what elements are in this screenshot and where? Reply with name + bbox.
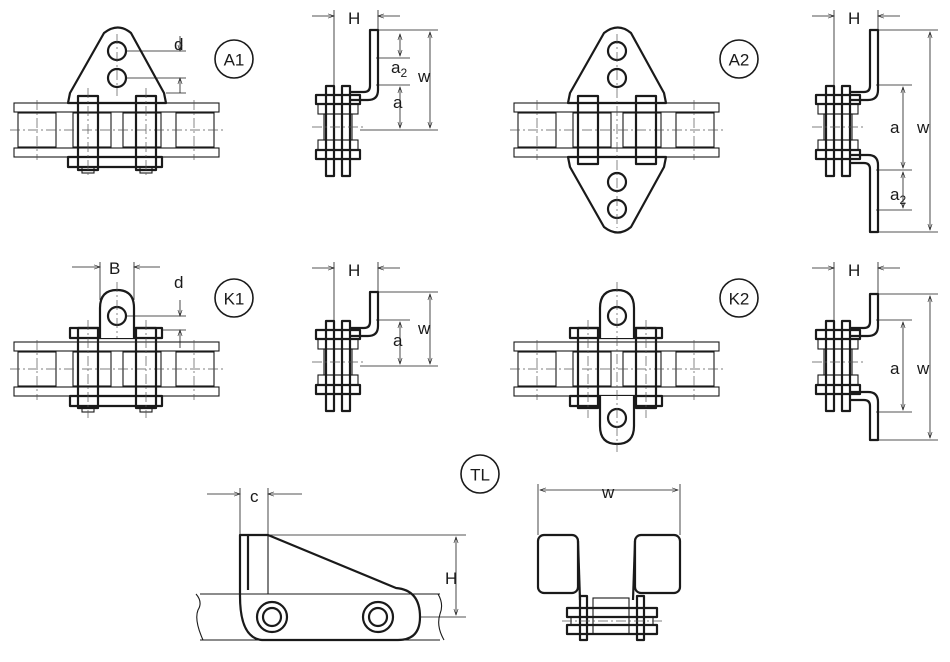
chain-strand	[510, 340, 725, 400]
variant-label: K1	[224, 290, 245, 309]
variant-badge-tl: TL	[460, 454, 500, 494]
dimension-b: B	[109, 259, 120, 278]
dimension-d: d	[174, 273, 183, 292]
dimension-h: H	[848, 261, 860, 280]
dimension-d: d	[174, 35, 183, 54]
a1-front-view: d	[10, 26, 225, 178]
a1-side-view: H a2 a w	[312, 9, 438, 178]
variant-badge-a1: A1	[214, 39, 254, 79]
attachment-plate	[66, 26, 168, 105]
variant-label: K2	[729, 290, 750, 309]
chain-strand	[10, 100, 225, 160]
dimension-c: c	[250, 487, 259, 506]
k1-side-view: H a w	[312, 261, 438, 413]
dimension-a: a	[393, 93, 403, 112]
dimension-h: H	[348, 9, 360, 28]
variant-badge-k2: K2	[719, 278, 759, 318]
k2-front-view	[510, 282, 725, 452]
attachment-plate-top	[566, 26, 668, 105]
roller-pin	[255, 600, 289, 634]
dimension-a2: a2	[391, 58, 407, 80]
attachment-plate-bottom	[850, 390, 880, 442]
hole	[606, 67, 628, 89]
attachment-wing-left	[536, 533, 580, 595]
variant-badge-a2: A2	[719, 39, 759, 79]
k1-front-view: B d	[10, 259, 225, 418]
dimension-w: w	[417, 67, 431, 86]
a2-side-view: H a a2 w	[812, 9, 938, 234]
dimension-w: w	[417, 319, 431, 338]
roller-pin	[361, 600, 395, 634]
dimension-w: w	[916, 118, 930, 137]
attachment-plate	[238, 533, 422, 642]
tl-front-view: w	[536, 483, 682, 642]
tl-side-view: c H	[195, 487, 466, 642]
dimension-w: w	[916, 359, 930, 378]
attachment-wing-right	[633, 533, 682, 595]
variant-label: TL	[470, 466, 490, 485]
attachment-plate	[350, 290, 380, 338]
dimension-a2: a2	[890, 185, 906, 207]
dimension-h: H	[348, 261, 360, 280]
attachment-plate-top	[850, 28, 880, 102]
dimension-h: H	[848, 9, 860, 28]
variant-label: A2	[729, 51, 750, 70]
chain-strand	[10, 340, 225, 400]
chain-strand	[510, 100, 725, 160]
k2-side-view: H a w	[812, 261, 938, 442]
dimension-a: a	[890, 359, 900, 378]
attachment-plate-bottom	[850, 153, 880, 234]
attachment-plate	[350, 28, 380, 102]
attachment-plate-top	[850, 292, 880, 338]
attachment-plate-bottom	[566, 155, 668, 234]
dimension-h: H	[445, 569, 457, 588]
a2-front-view	[510, 26, 725, 234]
dimension-a: a	[890, 118, 900, 137]
dimension-w: w	[601, 483, 615, 502]
dimension-a: a	[393, 331, 403, 350]
variant-label: A1	[224, 51, 245, 70]
variant-badge-k1: K1	[214, 278, 254, 318]
